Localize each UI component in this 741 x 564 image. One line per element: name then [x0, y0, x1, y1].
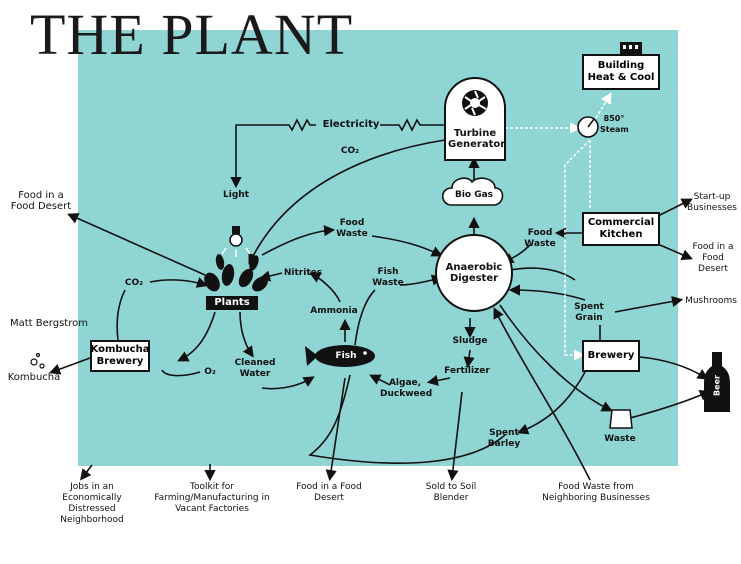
fish-to-food-desert-arrow: [325, 377, 346, 482]
light-label: Light: [223, 190, 249, 200]
sludge-to-fertilizer-arrow: [463, 349, 475, 369]
footer-sold-caption: Sold to Soil Blender: [425, 482, 477, 503]
fish-waste-label: Fish Waste: [372, 267, 404, 288]
electricity-line-2: [230, 118, 316, 189]
brewery-to-beer-arrow: [639, 356, 709, 380]
cleaned-water-label: Cleaned Water: [234, 358, 276, 379]
fish-waste-to-digester-arrow: [399, 274, 444, 286]
spent-grain-label: Spent Grain: [574, 302, 604, 323]
fish-icon: [305, 345, 375, 367]
matt-bergstrom-label: Matt Bergstrom: [10, 318, 88, 329]
co2-to-plants-arrow: [248, 139, 446, 265]
footer-food-desert-caption: Food in a Food Desert: [296, 482, 362, 503]
spent-barley-label: Spent Barley: [487, 428, 521, 449]
plants-icon: [204, 254, 268, 292]
food-waste-label: Food Waste: [336, 218, 368, 239]
food-desert-right-label: Food in a Food Desert: [692, 242, 734, 274]
plants-to-o2-arrow: [177, 311, 216, 362]
spent-grain-to-digester-arrow: [508, 284, 586, 301]
fertilizer-to-algae-arrow: [426, 374, 451, 386]
electricity-line: [380, 118, 455, 132]
plants-to-food-desert-arrow: [67, 213, 206, 276]
ammonia-label: Ammonia: [310, 306, 358, 316]
page-title: THE PLANT: [30, 2, 354, 67]
fertilizer-label: Fertilizer: [444, 366, 490, 376]
light-bulb-icon: [221, 226, 251, 257]
digester-label: Anaerobic Digester: [445, 262, 503, 284]
waste-to-beer-arrow: [629, 390, 711, 419]
co2-left-label: CO₂: [124, 278, 144, 288]
algae-duckweed-label: Algae, Duckweed: [380, 378, 433, 399]
fish-to-fish-waste-arrow: [354, 289, 376, 346]
plants-label: Plants: [206, 296, 258, 310]
waste-bag-icon: [609, 409, 633, 429]
digester-to-brewery-loop: [509, 267, 576, 281]
footer-toolkit-caption: Toolkit for Farming/Manufacturing in Vac…: [154, 482, 270, 514]
sludge-label: Sludge: [452, 336, 488, 346]
o2-label: O₂: [204, 367, 216, 377]
steam-label: 850° Steam: [600, 114, 629, 134]
plants-to-food-waste-arrow: [261, 225, 336, 256]
food-waste-kitchen-label: Food Waste: [524, 228, 556, 249]
plants-to-cleaned-water-arrow: [239, 311, 254, 358]
digester-to-waste-loop: [499, 304, 613, 412]
waste-label: Waste: [604, 434, 636, 444]
steam-down-line: [564, 139, 590, 355]
steam-gauge-icon: [577, 116, 599, 138]
kombucha-output-arrow: [48, 357, 91, 375]
digester-shape: [435, 234, 513, 312]
startup-businesses-label: Start-up Businesses: [687, 192, 737, 213]
kombucha-label: Kombucha: [7, 372, 61, 383]
turbine-icon: [462, 90, 488, 116]
turbine-generator-label: Turbine Generator: [448, 128, 506, 150]
footer-food-waste-neighbors-caption: Food Waste from Neighboring Businesses: [542, 482, 650, 503]
footer-jobs-caption: Jobs in an Economically Distressed Neigh…: [60, 482, 124, 525]
building-heat-cool-box: Building Heat & Cool: [582, 54, 660, 90]
brewery-to-spent-barley-arrow: [517, 371, 586, 435]
co2-to-plants-left-arrow: [149, 277, 209, 288]
neighbors-to-digester-arrow: [493, 307, 591, 481]
biogas-cloud-shape: [441, 177, 504, 206]
kitchen-to-startup-arrow: [659, 198, 693, 216]
spent-grain-to-mushrooms-arrow: [614, 295, 684, 313]
steam-to-building-line: [595, 92, 612, 119]
ammonia-to-nitrites-arrow: [309, 272, 341, 303]
beer-label: Beer: [712, 375, 722, 396]
electricity-label: Electricity: [322, 119, 380, 130]
fish-label: Fish: [335, 351, 357, 361]
building-icon: [620, 42, 642, 54]
co2-top-label: CO₂: [340, 146, 360, 156]
turbine-generator-shape: [444, 77, 506, 161]
background-panel: [78, 30, 678, 466]
beer-bottle-icon: [704, 352, 730, 412]
food-waste-to-digester-arrow: [371, 235, 443, 257]
jobs-arrow: [80, 464, 93, 481]
food-desert-top-left-label: Food in a Food Desert: [10, 190, 72, 212]
algae-to-fish-arrow: [369, 374, 391, 386]
kitchen-to-food-desert-arrow: [659, 244, 693, 260]
mushrooms-label: Mushrooms: [685, 296, 737, 306]
spent-barley-loop: [308, 374, 506, 464]
kombucha-to-co2-arrow: [116, 289, 126, 341]
nitrites-label: Nitrites: [283, 268, 323, 278]
biogas-label: Bio Gas: [454, 190, 494, 200]
cleaned-water-to-fish-arrow: [261, 376, 315, 390]
commercial-kitchen-box: Commercial Kitchen: [582, 212, 660, 246]
fertilizer-to-sold-arrow: [447, 391, 463, 482]
brewery-box: Brewery: [582, 340, 640, 372]
kombucha-brewery-box: Kombucha Brewery: [90, 340, 150, 372]
kombucha-bubbles-icon: [30, 352, 45, 369]
o2-to-kombucha-arrow: [161, 369, 201, 377]
